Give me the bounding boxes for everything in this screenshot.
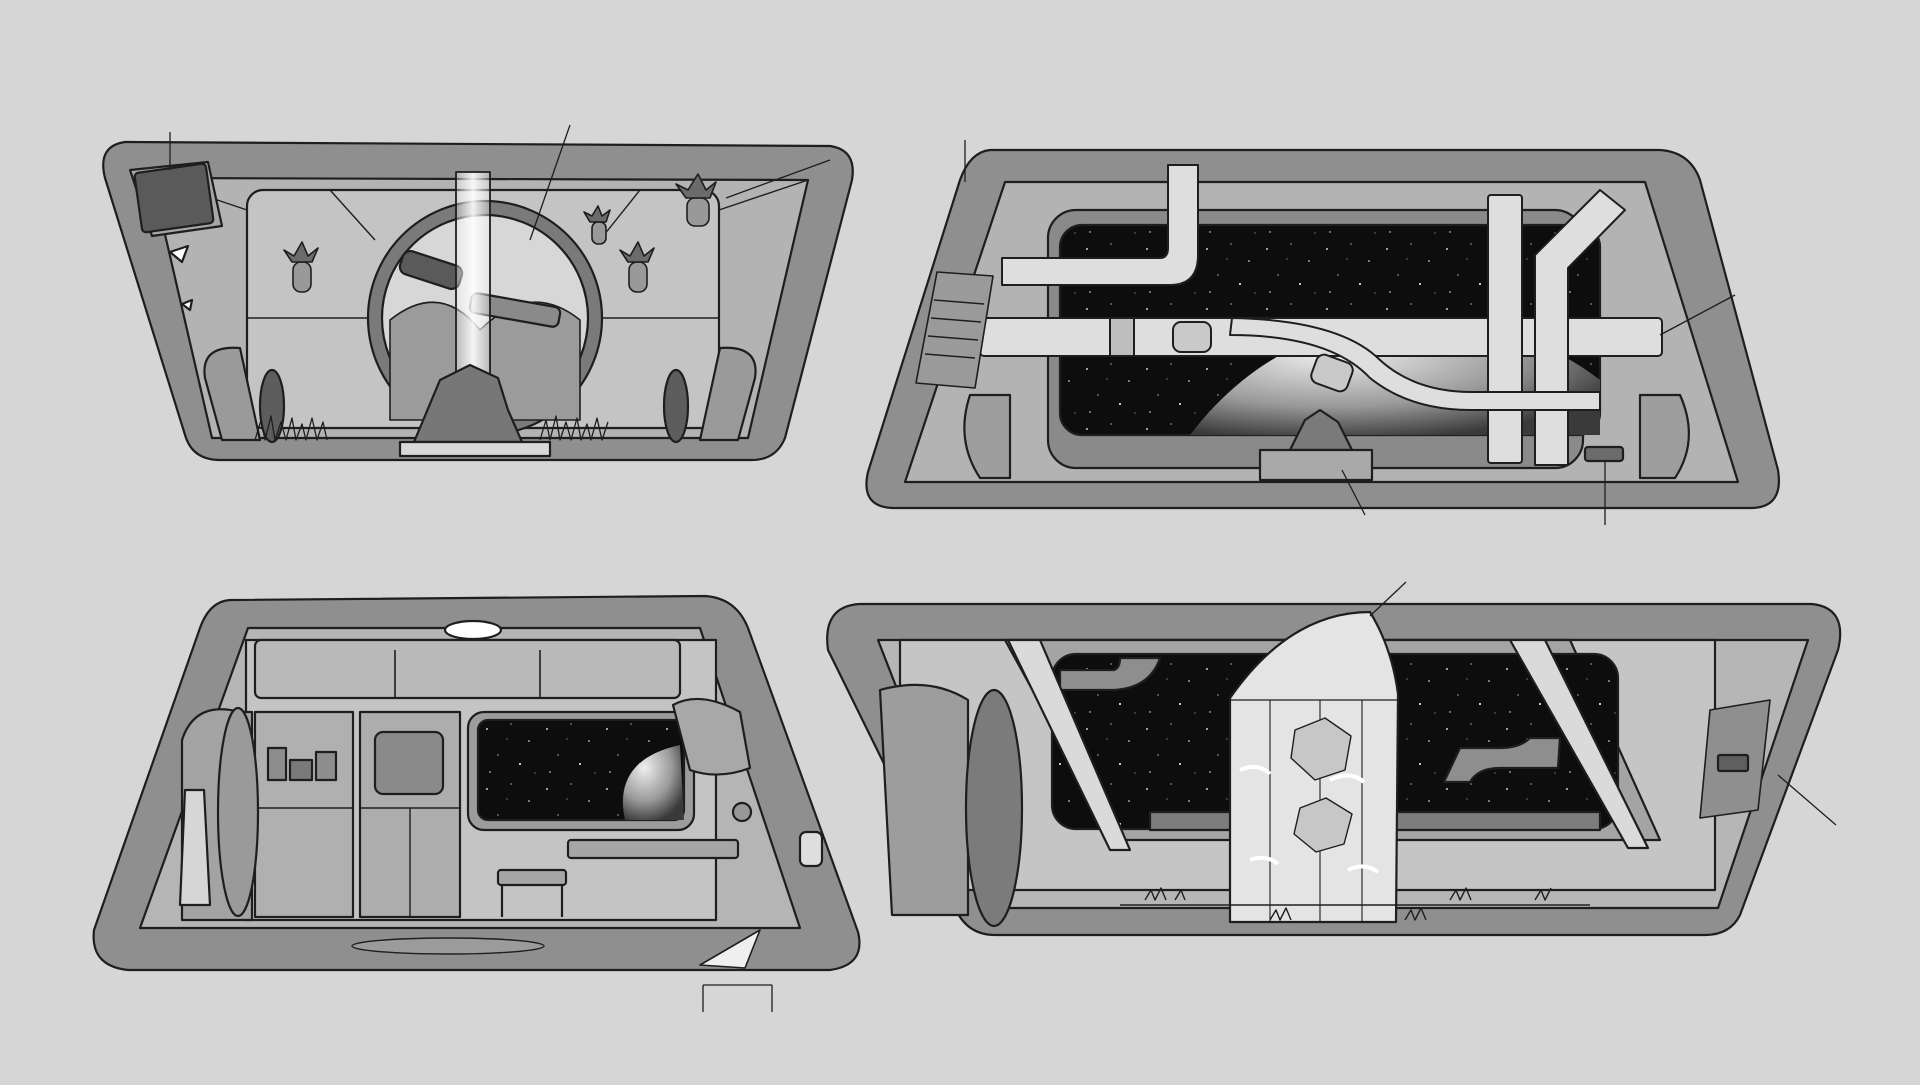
small-console bbox=[1583, 445, 1625, 463]
kitchen-shelves bbox=[253, 710, 355, 919]
wall-vent bbox=[915, 271, 994, 389]
curtain-right bbox=[1508, 638, 1650, 850]
upper-cabinets bbox=[253, 638, 682, 700]
paper-plane bbox=[699, 929, 761, 969]
shelf-box bbox=[133, 162, 215, 234]
planet bbox=[622, 745, 684, 820]
panel-pipe-room bbox=[865, 140, 1781, 525]
pipes bbox=[979, 164, 1663, 466]
railing-plants bbox=[1120, 887, 1590, 921]
hatch-door bbox=[964, 688, 1024, 928]
towel bbox=[178, 788, 212, 907]
panel-crystal-room bbox=[826, 581, 1842, 937]
panel-galley-room bbox=[92, 594, 861, 1012]
curtain-left bbox=[1006, 638, 1132, 852]
panel-waterfall-garden bbox=[102, 124, 854, 462]
ceiling-light bbox=[443, 619, 503, 641]
hanging-plants bbox=[283, 173, 717, 293]
rug bbox=[351, 937, 545, 955]
bench bbox=[496, 838, 740, 917]
